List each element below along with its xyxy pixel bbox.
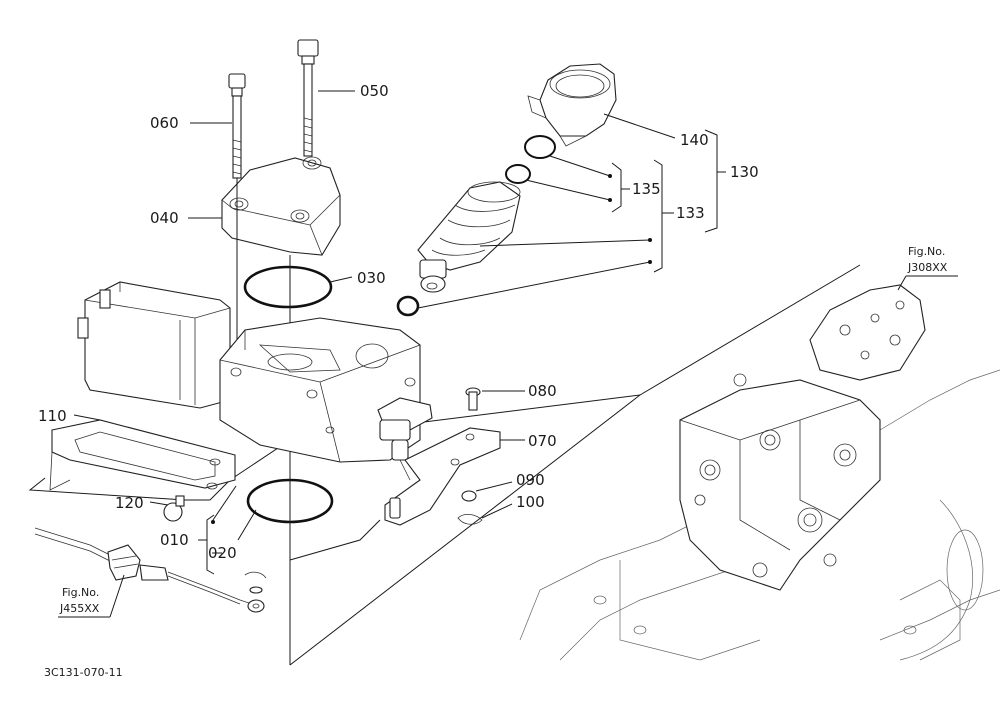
drawing-code: 3C131-070-11: [44, 666, 123, 679]
label-030: 030: [357, 269, 386, 287]
housing-140: [527, 63, 617, 147]
valve-body-010: [77, 281, 433, 481]
oring-135-a: [524, 135, 556, 159]
label-080: 080: [528, 382, 557, 400]
label-070: 070: [528, 432, 557, 450]
fig-ref-lower-label: Fig.No.: [62, 586, 99, 599]
label-100: 100: [516, 493, 545, 511]
group-brackets: [198, 129, 726, 575]
leader-lines: [73, 90, 676, 541]
fig-ref-upper: Fig.No. J308XX: [897, 245, 958, 291]
label-090: 090: [516, 471, 545, 489]
pin-080: [465, 387, 481, 411]
label-133: 133: [676, 204, 705, 222]
oring-030: [243, 265, 333, 309]
bracket-110: [49, 419, 236, 491]
bolt-050: [297, 39, 319, 157]
lever-070: [384, 427, 501, 526]
label-130: 130: [730, 163, 759, 181]
label-140: 140: [680, 131, 709, 149]
label-135: 135: [632, 180, 661, 198]
fig-ref-upper-label: Fig.No.: [908, 245, 945, 258]
fig-ref-lower: Fig.No. J455XX: [58, 574, 125, 618]
label-060: 060: [150, 114, 179, 132]
fig-ref-upper-number: J308XX: [907, 261, 948, 274]
label-120: 120: [115, 494, 144, 512]
oring-135-b: [505, 164, 531, 184]
bolt-060: [228, 73, 246, 179]
cartridge-133: [417, 181, 521, 293]
clip-100: [457, 514, 483, 525]
cable-assembly: [34, 527, 267, 613]
knob-120: [163, 495, 185, 522]
label-110: 110: [38, 407, 67, 425]
label-020: 020: [208, 544, 237, 562]
oring-small: [396, 295, 420, 317]
fig-ref-lower-number: J455XX: [59, 602, 100, 615]
cover-plate-040: [221, 156, 341, 256]
label-010: 010: [160, 531, 189, 549]
label-050: 050: [360, 82, 389, 100]
washer-090: [461, 490, 477, 502]
background-valve-assembly: [519, 284, 1000, 661]
label-040: 040: [150, 209, 179, 227]
